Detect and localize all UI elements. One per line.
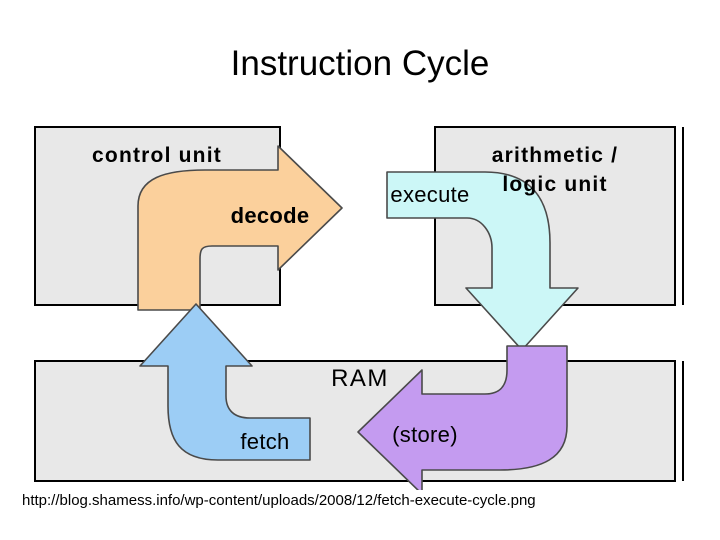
box-ram <box>34 360 676 482</box>
arrow-store <box>357 345 568 490</box>
label-control-unit: control unit <box>92 144 222 167</box>
label-alu-line1: arithmetic / <box>492 144 618 167</box>
label-arrow-execute: execute <box>390 182 469 207</box>
arrow-execute <box>386 171 579 351</box>
arrow-decode <box>137 145 343 311</box>
label-alu-line2: logic unit <box>502 173 607 196</box>
label-ram: RAM <box>331 365 389 392</box>
source-caption: http://blog.shamess.info/wp-content/uplo… <box>22 492 536 509</box>
arrow-fetch <box>139 303 311 461</box>
instruction-cycle-diagram: control unit arithmetic / logic unit RAM… <box>30 118 690 490</box>
label-arrow-fetch: fetch <box>240 429 289 454</box>
label-arrow-store: (store) <box>392 422 458 447</box>
label-arrow-decode: decode <box>231 203 310 228</box>
page-title: Instruction Cycle <box>230 44 490 83</box>
